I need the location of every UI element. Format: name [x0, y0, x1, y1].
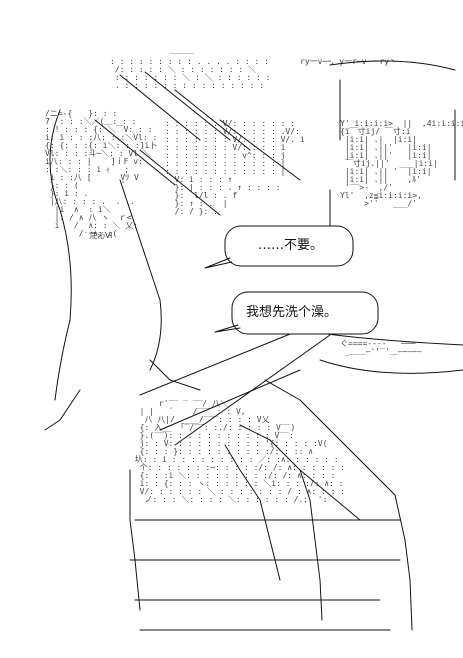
aa-hair-right-top: ry一v─ｰ、y一r─v─一ry丶 — [300, 58, 397, 66]
aa-right-face: Y' i:i:i:i> || ,4i:i:i:i> {i̅￣寸ij/ ￣寸:i … — [340, 120, 463, 208]
speech-bubble-2: 我想先洗个澡。 — [246, 305, 338, 320]
aa-left-cheek: ﾞ荒沁Ⅵ — [85, 232, 113, 240]
aa-left-face: /ニ=-{￣￣}: : : 7 : : :＼／(＿: : : : ! : : :… — [45, 110, 158, 238]
aa-right-collar: ぐ====---- ─── _＿＿―''‾'＿―~―~― — [340, 340, 422, 356]
aa-body-lower: r'‾‾ ‾ ‾‾/ 八＼ | | ´ /‾‾‾ : : V, 八 八|/ __… — [134, 400, 346, 504]
aa-left-neck: : : : : : : V/: : : : : : : : : : : : : … — [165, 120, 305, 216]
aa-hair-left: : : : : : : : : : . . . . : : : : . /: :… — [110, 58, 270, 90]
speech-bubble-1: ……不要。 — [258, 238, 324, 253]
aa-top-dash: _____ — [170, 46, 195, 54]
